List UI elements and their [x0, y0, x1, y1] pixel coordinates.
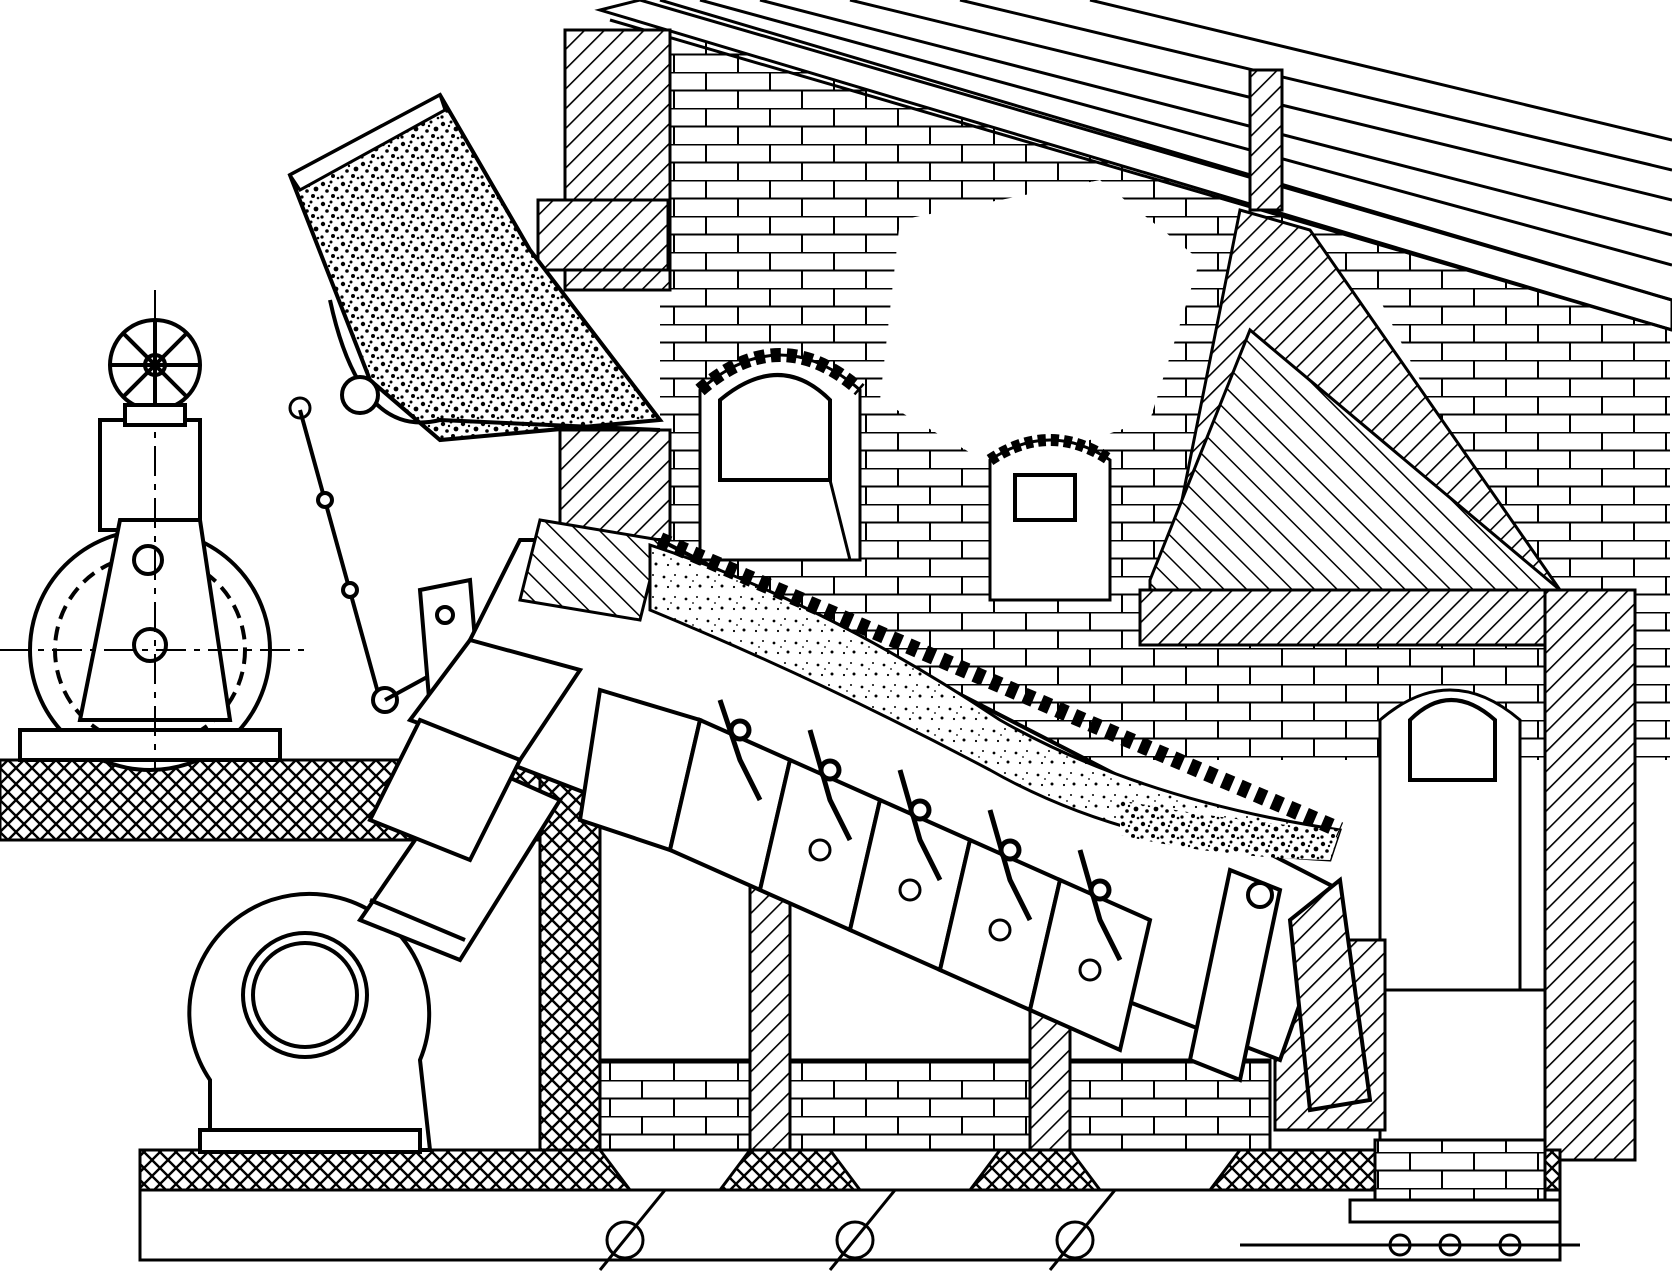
ash-pits [597, 1058, 1272, 1192]
stoker-engine [0, 290, 310, 772]
ash-valve-1 [598, 1189, 667, 1271]
feed-throat [367, 637, 584, 863]
arched-window-3 [1378, 688, 1522, 992]
coal-hopper [287, 92, 664, 443]
dump-grate [1187, 867, 1373, 1113]
ash-valve-2 [828, 1189, 897, 1271]
clinker-grinder [1240, 1138, 1580, 1257]
drive-shaft-centers [808, 838, 1102, 982]
arched-window-1 [695, 348, 865, 562]
arched-window-2 [986, 434, 1114, 602]
handwheel-icon [108, 318, 202, 427]
ash-valve-3 [1048, 1189, 1117, 1271]
chimney-column [536, 28, 672, 542]
roof [594, 0, 1672, 332]
furnace-arch [1138, 208, 1565, 647]
pusher-arms [717, 699, 1123, 962]
